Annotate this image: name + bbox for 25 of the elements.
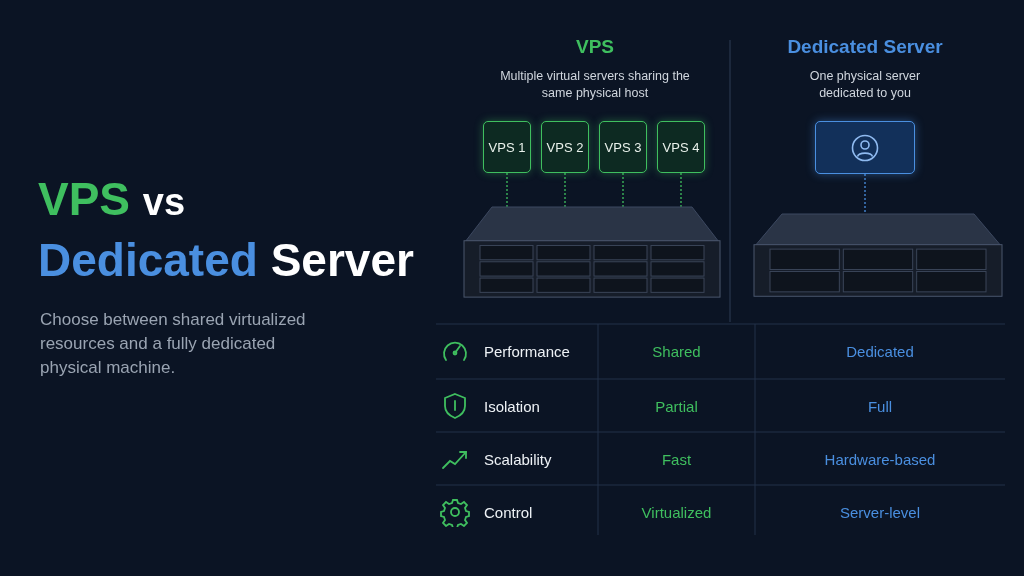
vps-box: VPS 1 — [483, 121, 531, 173]
vps-box: VPS 3 — [599, 121, 647, 173]
vps-box: VPS 2 — [541, 121, 589, 173]
table-value: Virtualized — [640, 502, 713, 523]
column-description: Multiple virtual servers sharing the same physical host — [500, 68, 690, 102]
row-header: Performance — [484, 341, 570, 362]
row-header: Scalability — [484, 449, 552, 470]
table-value: Partial — [654, 396, 699, 417]
table-value: Full — [866, 396, 894, 417]
table-value: Fast — [660, 449, 693, 470]
row-header: Control — [484, 502, 533, 523]
table-value: Dedicated — [845, 341, 915, 362]
subtitle: Choose between shared virtualized resources and a fully dedicated physical machine. — [40, 309, 307, 379]
row-header: Isolation — [484, 396, 540, 417]
profile-box — [815, 121, 915, 174]
title: VPS vs Dedicated Server — [38, 172, 414, 288]
table-value: Shared — [651, 341, 702, 362]
table-value: Server-level — [839, 502, 921, 523]
server-drawing — [462, 205, 722, 299]
server-drawing — [752, 212, 1004, 298]
column-heading: Dedicated Server — [786, 36, 944, 58]
table-value: Hardware-based — [823, 449, 937, 470]
column-description: One physical server dedicated to you — [808, 68, 922, 102]
column-heading: VPS — [575, 36, 615, 58]
vps-box: VPS 4 — [657, 121, 705, 173]
